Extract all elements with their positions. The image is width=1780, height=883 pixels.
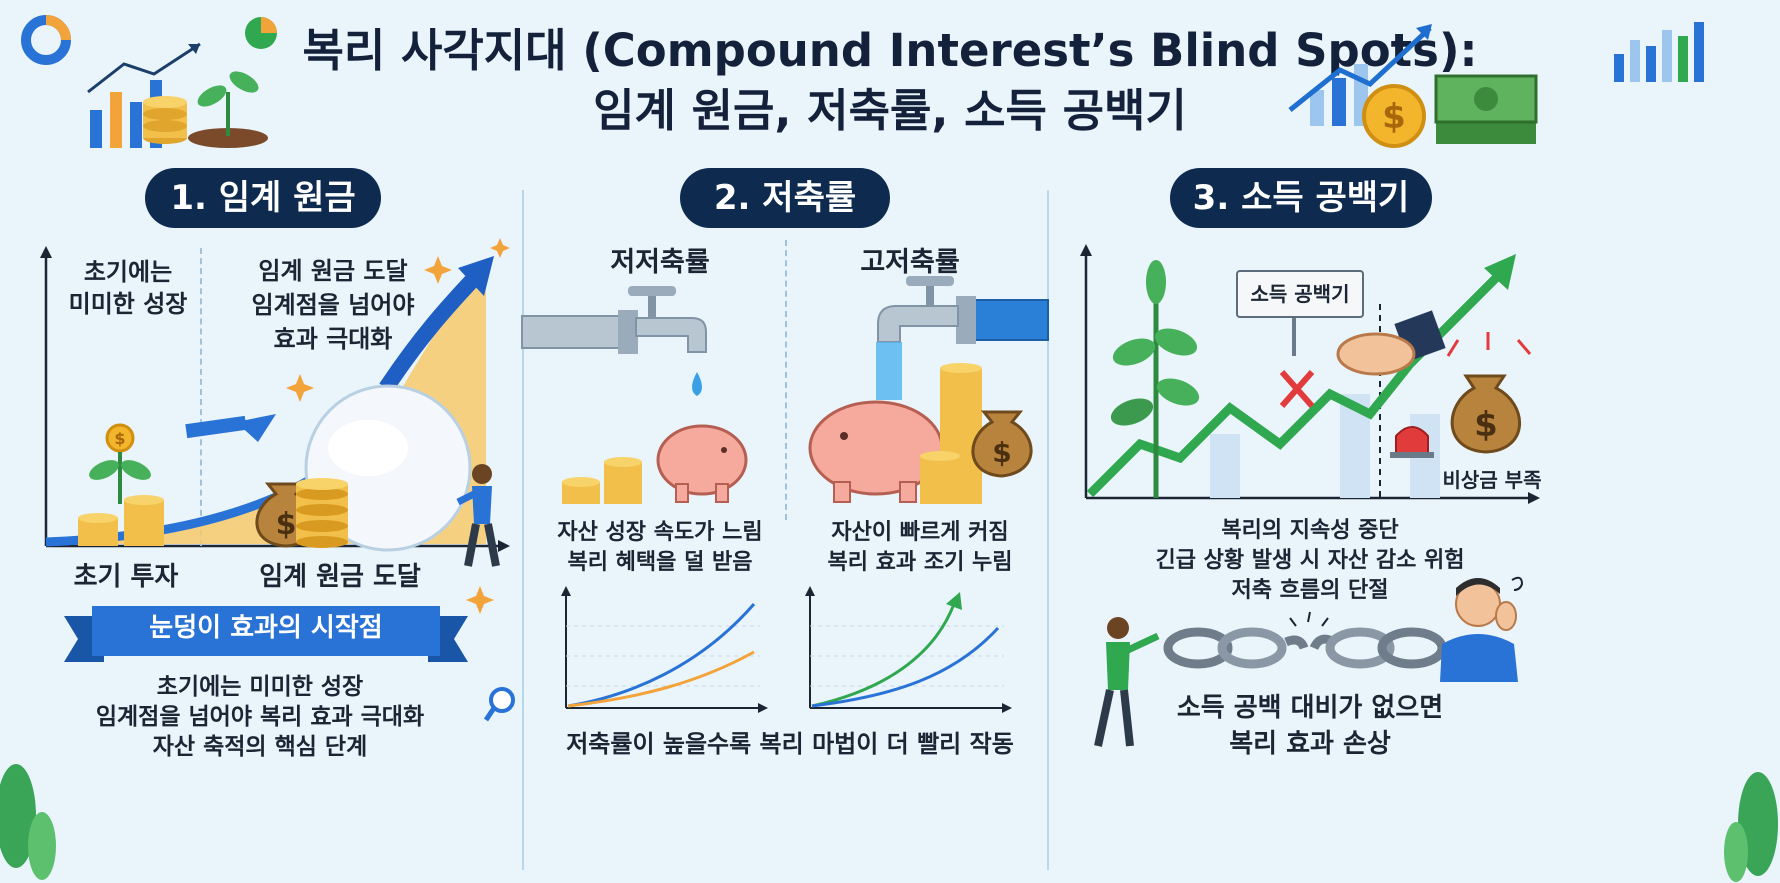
hand-cutting-icon	[1336, 310, 1446, 376]
section1-top-right-line3: 효과 극대화	[273, 325, 393, 353]
income-gap-sign	[1236, 270, 1364, 318]
section1-summary-line2: 임계점을 넘어야 복리 효과 극대화	[95, 704, 425, 730]
pie-chart-icon	[245, 17, 277, 49]
section1-top-left-text: 초기에는 미미한 성장	[58, 256, 198, 320]
section2-summary: 저축률이 높을수록 복리 마법이 더 빨리 작동	[566, 730, 1014, 758]
section2-dashed-divider	[785, 240, 787, 520]
low-savings-desc-line1: 자산 성장 속도가 느림	[557, 520, 763, 545]
donut-chart-icon	[21, 15, 71, 65]
high-savings-mini-chart	[805, 586, 1012, 713]
section3-summary-line2: 복리 효과 손상	[1229, 729, 1391, 759]
section1-top-right-line1: 임계 원금 도달	[258, 257, 408, 285]
main-title-line2: 임계 원금, 저축률, 소득 공백기	[593, 84, 1187, 137]
section1-dashed-divider	[200, 248, 202, 546]
worried-person-icon	[1440, 576, 1524, 682]
section1-bottom-left-label: 초기 투자	[73, 562, 179, 592]
section1-banner-text: 눈덩이 효과의 시작점	[149, 613, 383, 643]
emergency-fund-shortage-label: 비상금 부족	[1442, 468, 1542, 492]
siren-icon	[1390, 426, 1434, 458]
small-sprout-coin-icon: $	[78, 423, 164, 546]
section3-heading: 3. 소득 공백기	[1170, 168, 1432, 228]
high-savings-description: 자산이 빠르게 커짐 복리 효과 조기 누림	[800, 518, 1040, 578]
column-divider-2	[1047, 190, 1049, 870]
person-reaching-icon	[1094, 617, 1160, 747]
high-savings-desc-line2: 복리 효과 조기 누림	[827, 550, 1013, 575]
column-divider-1	[522, 190, 524, 870]
coin-stack-icon	[143, 96, 187, 144]
section1-top-right-line2: 임계점을 넘어야	[251, 291, 415, 319]
sparkle-icons	[286, 238, 510, 614]
section1-top-right-text: 임계 원금 도달 임계점을 넘어야 효과 극대화	[248, 254, 418, 356]
section3-desc-line2: 긴급 상황 발생 시 자산 감소 위험	[1155, 548, 1465, 573]
section1-top-left-line2: 미미한 성장	[68, 290, 188, 318]
low-savings-description: 자산 성장 속도가 느림 복리 혜택을 덜 받음	[540, 518, 780, 578]
bar-chart-icon	[1614, 22, 1704, 82]
large-coin-stacks-money-bag-icon: $	[920, 363, 1033, 504]
section3-chart	[1080, 244, 1540, 504]
low-savings-desc-line2: 복리 혜택을 덜 받음	[567, 550, 753, 575]
svg-text:$: $	[1382, 97, 1406, 137]
section1-heading: 1. 임계 원금	[145, 168, 381, 228]
section3-desc-line3: 저축 흐름의 단절	[1231, 578, 1389, 603]
large-piggy-bank-icon	[808, 400, 944, 503]
high-savings-faucet-icon	[876, 276, 1049, 400]
leaf-decoration-right	[1724, 772, 1778, 882]
svg-text:$: $	[992, 436, 1011, 469]
section3-plant-icon	[1110, 260, 1200, 498]
person-pushing-icon	[456, 464, 500, 567]
section1-top-left-line1: 초기에는	[83, 258, 173, 286]
section1-summary-line1: 초기에는 미미한 성장	[156, 674, 364, 700]
sprout-icon	[188, 71, 268, 148]
low-savings-faucet-icon	[521, 286, 707, 396]
broken-chain-icon	[1163, 611, 1447, 669]
svg-text:$: $	[114, 429, 125, 448]
rising-arrow-icon	[1288, 24, 1432, 126]
alert-lines-icon	[1446, 332, 1532, 357]
section3-summary-line1: 소득 공백 대비가 없으면	[1176, 693, 1444, 723]
small-piggy-bank-icon	[656, 424, 748, 503]
section1-bottom-right-label: 임계 원금 도달	[259, 562, 421, 592]
coin-stack-large-icon	[296, 478, 348, 548]
cash-stack-icon	[1434, 74, 1538, 144]
section3-description: 복리의 지속성 중단 긴급 상황 발생 시 자산 감소 위험 저축 흐름의 단절	[1100, 516, 1520, 606]
section3-desc-line1: 복리의 지속성 중단	[1221, 518, 1399, 543]
dollar-coin-icon: $	[1362, 84, 1426, 148]
section1-summary-line3: 자산 축적의 핵심 단계	[152, 734, 368, 760]
empty-money-bag-icon: $	[1450, 374, 1521, 454]
high-savings-label: 고저축률	[860, 247, 960, 278]
section2-heading: 2. 저축률	[680, 168, 890, 228]
svg-text:$: $	[276, 507, 297, 542]
income-gap-sign-label: 소득 공백기	[1250, 282, 1350, 306]
section3-summary: 소득 공백 대비가 없으면 복리 효과 손상	[1150, 690, 1470, 762]
section1-summary: 초기에는 미미한 성장 임계점을 넘어야 복리 효과 극대화 자산 축적의 핵심…	[40, 672, 480, 762]
high-savings-desc-line1: 자산이 빠르게 커짐	[831, 520, 1009, 545]
low-savings-mini-chart	[561, 586, 768, 713]
magnifier-icon	[483, 687, 515, 722]
leaf-decoration-left	[0, 764, 56, 880]
low-savings-label: 저저축률	[610, 247, 710, 278]
section1-banner-ribbon	[64, 606, 468, 662]
main-title-line1: 복리 사각지대 (Compound Interest’s Blind Spots…	[302, 24, 1478, 77]
svg-text:$: $	[1474, 405, 1498, 445]
small-coin-stacks-icon	[562, 457, 642, 504]
